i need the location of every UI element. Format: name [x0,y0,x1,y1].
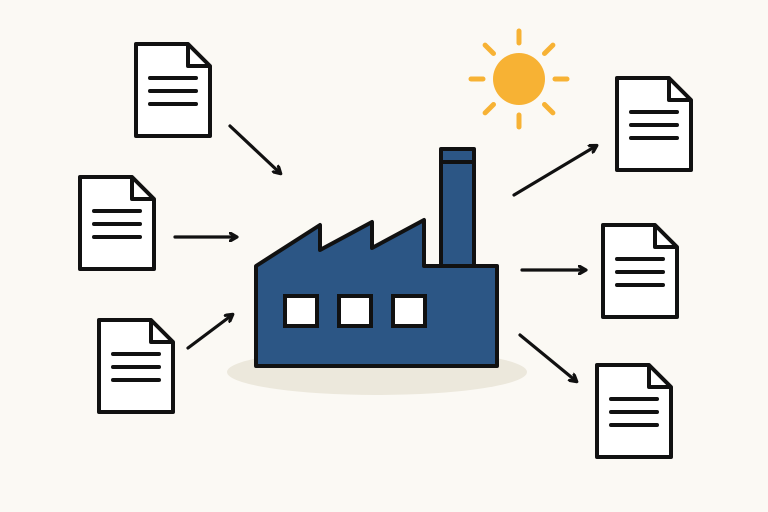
input-document-icon [97,318,175,414]
smokestack [439,147,476,269]
document-fold [149,320,173,344]
document-fold [647,365,671,389]
documents [78,42,693,459]
input-arrow-down-right [228,124,280,173]
document-fold [186,44,210,68]
input-document-icon [78,175,156,271]
flow-arrows [173,124,596,381]
sun-ray [542,102,556,116]
sun-disc [493,53,545,105]
input-document-icon [134,42,212,138]
factory-window [337,294,373,328]
document-fold [130,177,154,201]
output-arrow-up-right [512,146,596,197]
factory-building [254,218,499,368]
output-document-icon [601,223,679,319]
output-arrow-down-right [518,333,576,381]
factory-window [391,294,427,328]
sun-ray [482,42,496,56]
input-arrow-up-right [186,315,232,350]
document-fold [667,78,691,102]
sun-icon [468,28,570,130]
output-document-icon [615,76,693,172]
sun-ray [542,42,556,56]
document-fold [653,225,677,249]
sun-ray [482,102,496,116]
output-document-icon [595,363,673,459]
factory-icon [254,147,499,368]
factory-window [283,294,319,328]
